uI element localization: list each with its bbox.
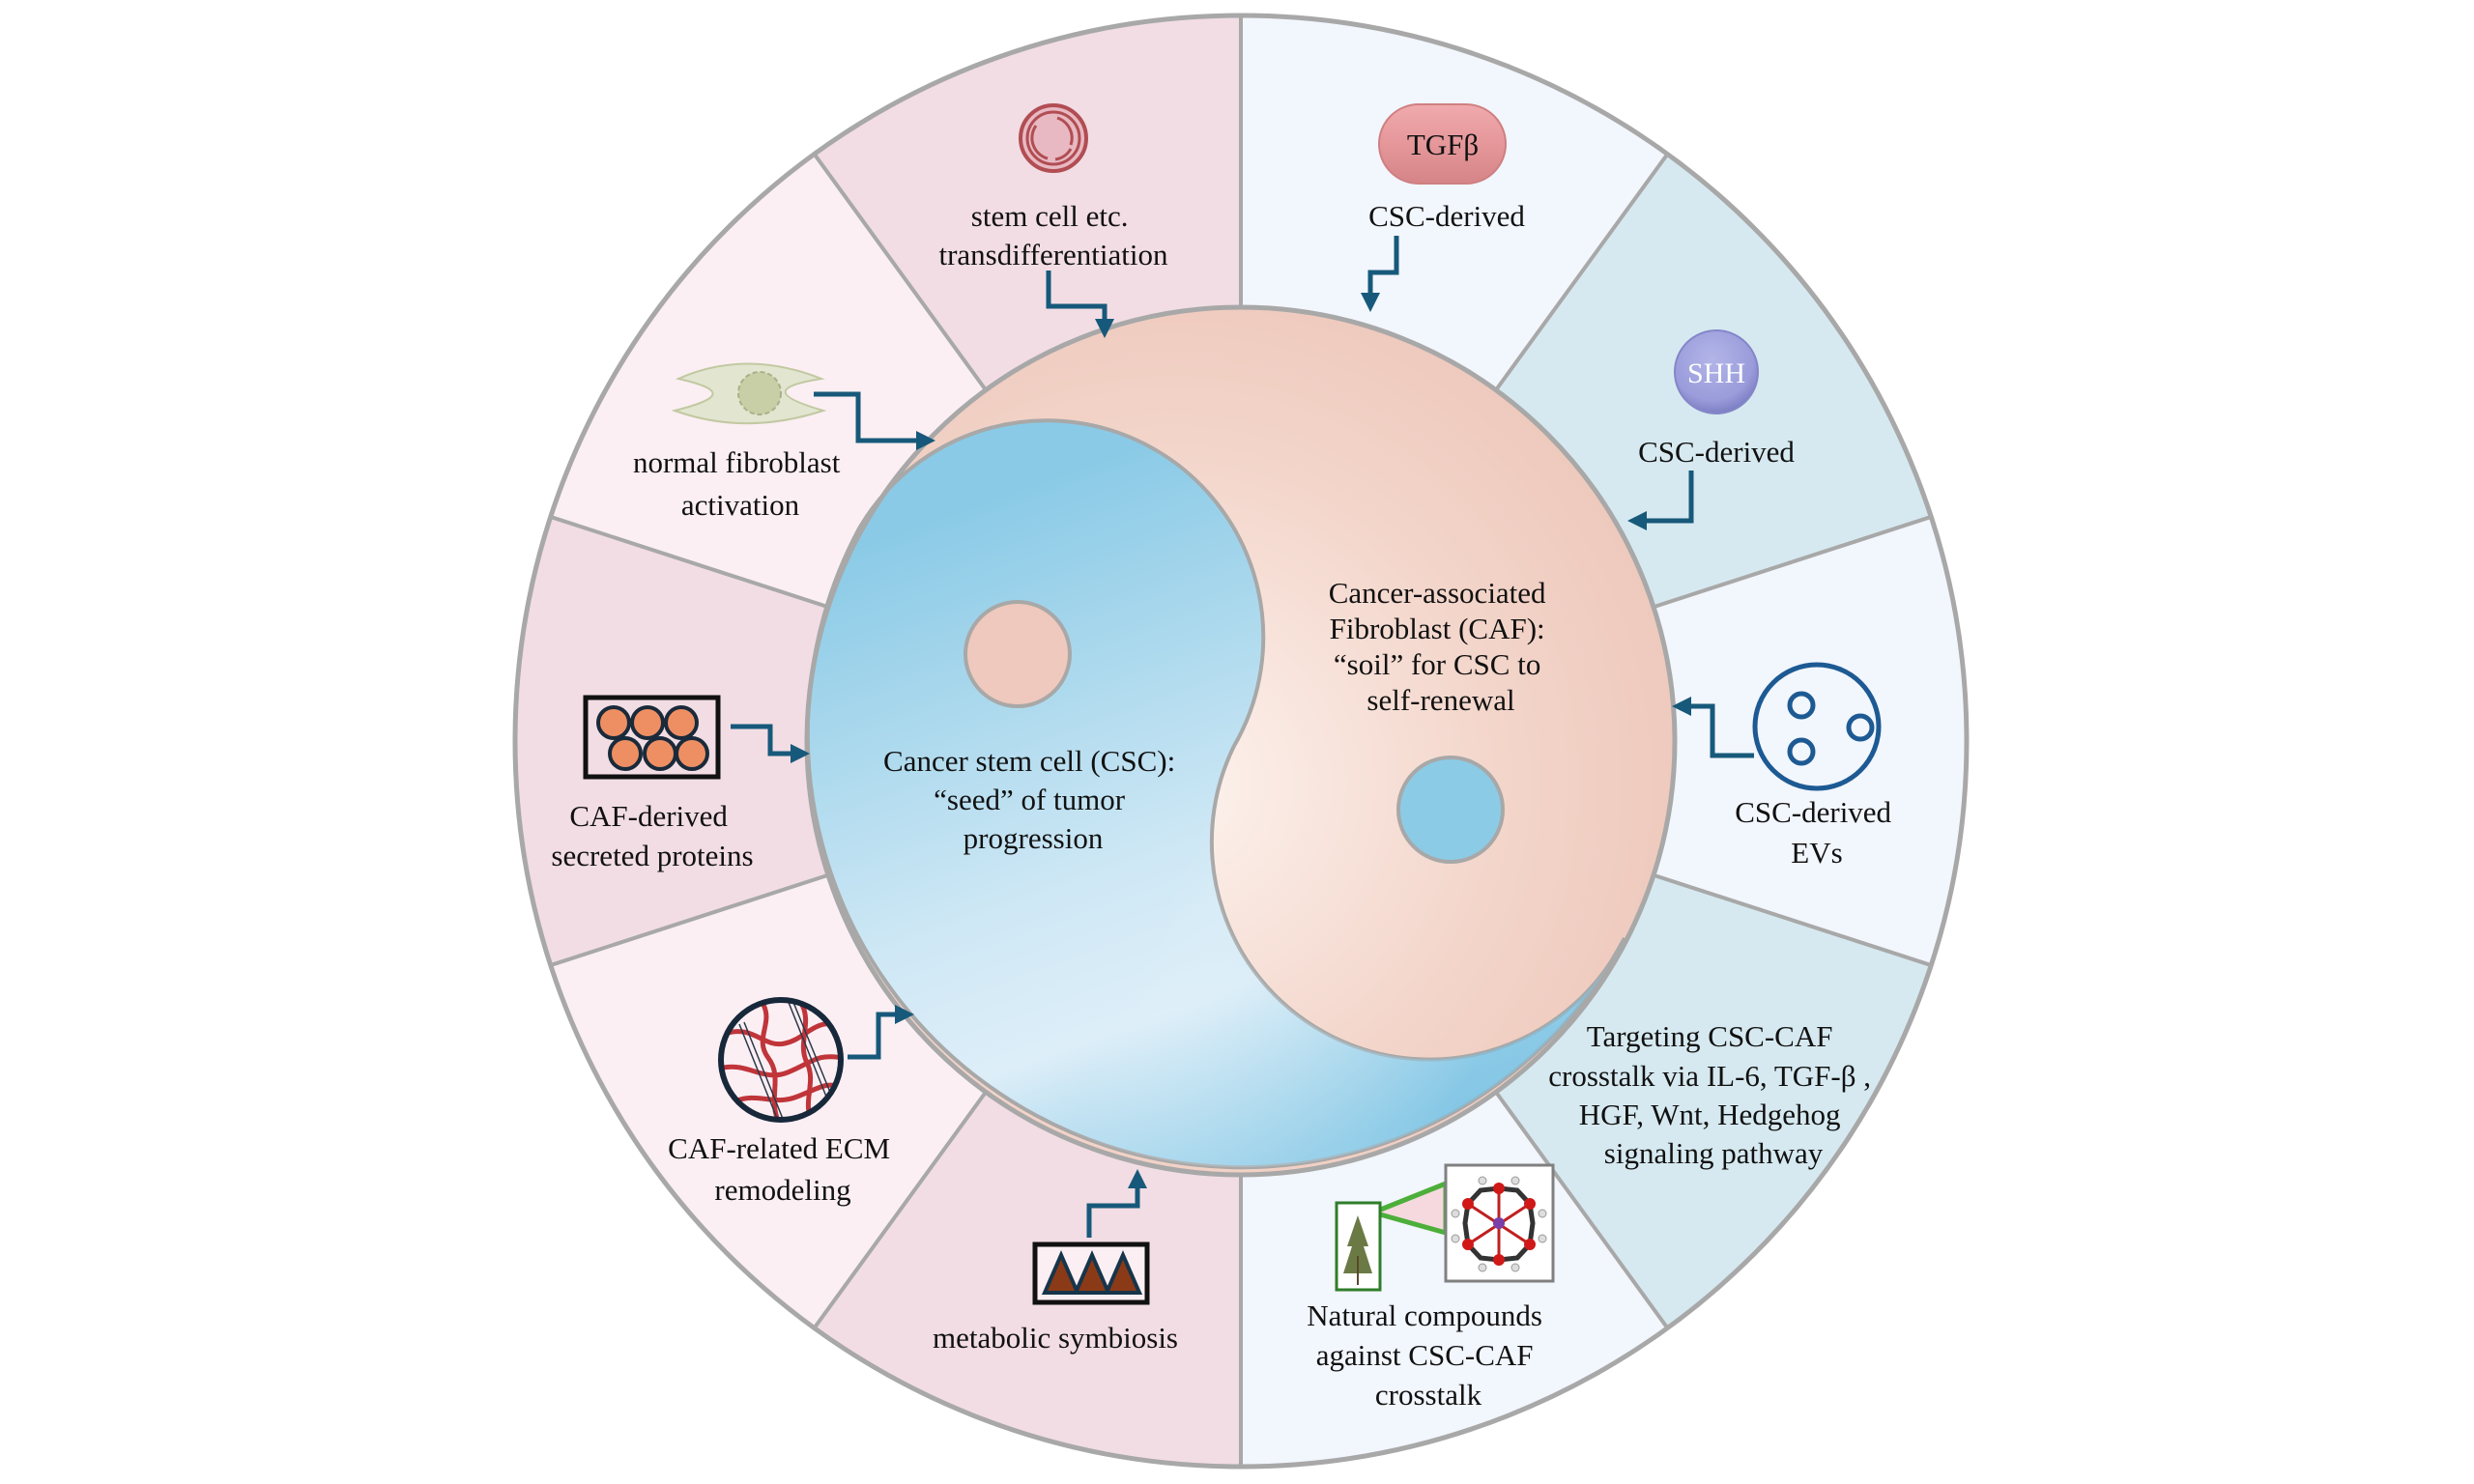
sector-divider	[550, 872, 829, 967]
arrow-evs	[1672, 697, 1754, 758]
sector-divider	[1494, 1091, 1670, 1329]
sector-shh: SHH CSC-derived	[1627, 329, 1795, 530]
extracellular-vesicle-icon	[1752, 662, 1882, 791]
arrow-secreted-proteins	[731, 724, 810, 763]
outer-ring-border	[512, 13, 1970, 1470]
evs-label: CSC-derived EVs	[1735, 795, 1899, 870]
caf-label: Cancer-associated Fibroblast (CAF): “soi…	[1329, 576, 1554, 717]
tgf-beta-label: CSC-derived	[1368, 199, 1525, 233]
core-border	[804, 304, 1678, 1178]
sector-divider	[812, 153, 988, 391]
stem-cell-icon	[1019, 103, 1088, 173]
plant-and-molecule-icon	[1335, 1163, 1555, 1292]
ring-sector-stemcell	[814, 14, 1241, 390]
ring-sector-targeting	[1495, 874, 1932, 1328]
arrow-stem-cell	[1046, 271, 1114, 338]
targeting-label: Targeting CSC-CAF crosstalk via IL-6, TG…	[1548, 1019, 1879, 1170]
sector-metabolic-symbiosis: metabolic symbiosis	[933, 1169, 1178, 1355]
sector-targeting: Targeting CSC-CAF crosstalk via IL-6, TG…	[1548, 1019, 1879, 1170]
caf-dot-in-csc	[964, 600, 1072, 708]
sector-stem-cell: stem cell etc. transdifferentiation	[938, 103, 1168, 338]
ring-sector-tgfb	[1241, 15, 1668, 390]
yin-yang-core	[804, 304, 1678, 1178]
sector-ecm-remodeling: CAF-related ECM remodeling	[668, 997, 914, 1207]
arrow-shh	[1627, 471, 1694, 530]
ecm-fiber-network-icon	[718, 997, 844, 1123]
tree-icon	[1343, 1215, 1372, 1285]
metabolic-triangles-icon	[1032, 1241, 1150, 1305]
arrow-ecm	[848, 1005, 914, 1060]
svg-text:TGFβ: TGFβ	[1407, 128, 1479, 161]
sector-natural-compounds: Natural compounds against CSC-CAF crosst…	[1307, 1163, 1555, 1412]
crown-ether-molecule-icon	[1451, 1176, 1547, 1272]
sector-evs: CSC-derived EVs	[1672, 662, 1899, 870]
shh-sphere-icon: SHH	[1674, 329, 1759, 414]
arrow-normal-fibroblast	[814, 391, 935, 450]
sector-divider	[550, 515, 829, 610]
sector-divider	[812, 1091, 988, 1329]
secreted-proteins-box-icon	[583, 695, 721, 780]
arrow-tgf-beta	[1361, 236, 1399, 312]
metabolic-label: metabolic symbiosis	[933, 1321, 1178, 1355]
shh-label: CSC-derived	[1638, 435, 1795, 469]
sector-normal-fibroblast: normal fibroblast activation	[633, 362, 935, 522]
sector-divider	[1653, 872, 1932, 967]
csc-label: Cancer stem cell (CSC): “seed” of tumor …	[883, 744, 1183, 855]
svg-text:SHH: SHH	[1687, 357, 1745, 389]
sector-divider	[1494, 153, 1670, 391]
sector-secreted-proteins: CAF-derived secreted proteins	[551, 695, 810, 872]
sector-tgf-beta: TGFβ CSC-derived	[1361, 103, 1525, 312]
secreted-proteins-label: CAF-derived secreted proteins	[551, 799, 753, 872]
natural-compounds-label: Natural compounds against CSC-CAF crosst…	[1307, 1298, 1549, 1412]
sector-divider	[1653, 515, 1932, 610]
fibroblast-cell-icon	[671, 362, 827, 425]
normal-fibroblast-label: normal fibroblast activation	[633, 445, 848, 522]
stem-cell-label: stem cell etc. transdifferentiation	[938, 199, 1168, 271]
csc-dot-in-caf	[1396, 756, 1505, 864]
tgf-beta-pill-icon: TGFβ	[1378, 103, 1507, 185]
arrow-metabolic	[1086, 1169, 1147, 1238]
ecm-label: CAF-related ECM remodeling	[668, 1131, 898, 1207]
